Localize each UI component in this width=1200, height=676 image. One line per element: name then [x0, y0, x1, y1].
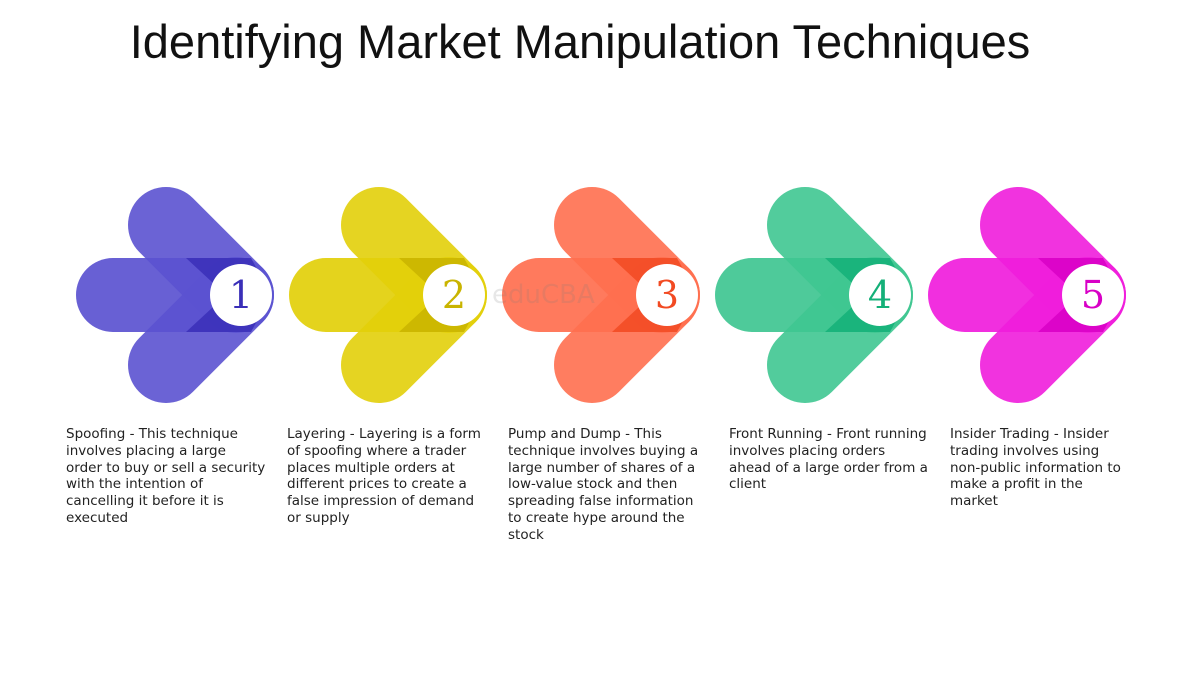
step-number: 5: [1081, 273, 1105, 317]
step-number-circle: [210, 264, 272, 326]
step-number-circle: [1062, 264, 1124, 326]
step-4-arrow: 4: [715, 187, 913, 403]
step-3-description: Pump and Dump - This technique involves …: [508, 426, 699, 543]
step-5-arrow: 5: [928, 187, 1126, 403]
step-number-circle: [636, 264, 698, 326]
step-4-description: Front Running - Front running involves p…: [729, 426, 928, 493]
step-number: 4: [868, 273, 892, 317]
step-2-description: Layering - Layering is a form of spoofin…: [287, 426, 481, 526]
step-number-circle: [423, 264, 485, 326]
step-5-description: Insider Trading - Insider trading involv…: [950, 426, 1121, 510]
watermark-text: eduCBA: [492, 280, 595, 310]
step-3-arrow: 3: [502, 187, 700, 403]
step-1-arrow: 1: [76, 187, 274, 403]
step-2-arrow: 2: [289, 187, 487, 403]
step-number: 2: [442, 273, 466, 317]
step-number: 3: [655, 273, 679, 317]
step-1-description: Spoofing - This technique involves placi…: [66, 426, 266, 526]
step-number-circle: [849, 264, 911, 326]
page-title: Identifying Market Manipulation Techniqu…: [129, 15, 1031, 68]
step-number: 1: [229, 273, 253, 317]
